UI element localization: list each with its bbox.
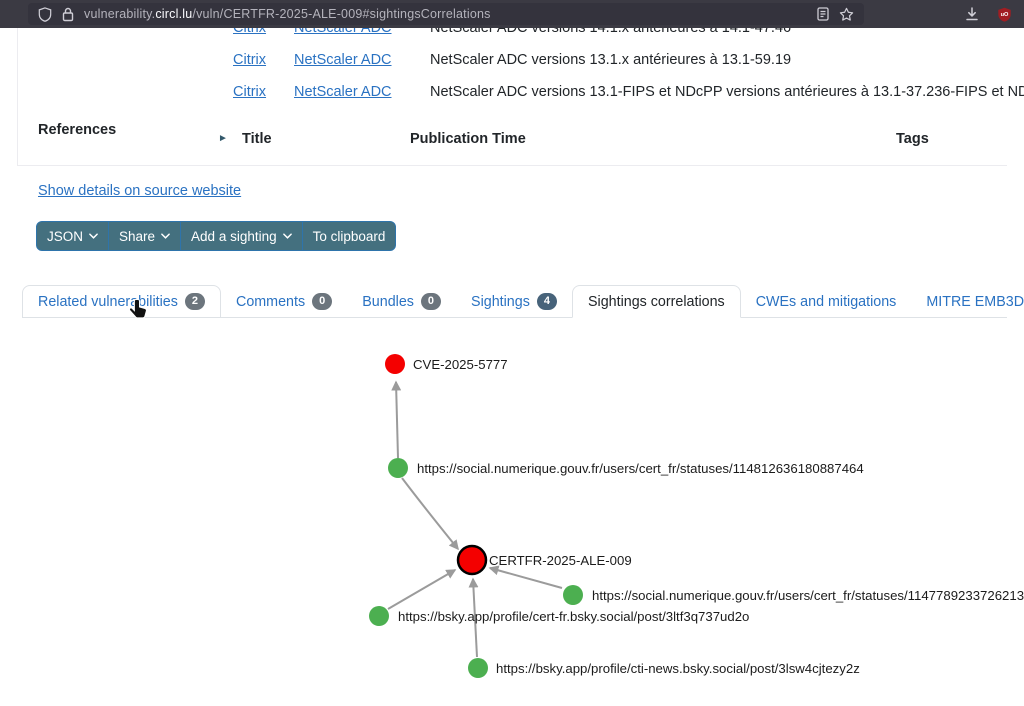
tracking-protection-shield-icon[interactable] (38, 6, 52, 22)
tab-sightings[interactable]: Sightings 4 (456, 285, 572, 318)
action-button-group: JSON Share Add a sighting To clipboard (36, 221, 397, 251)
tab-label: MITRE EMB3D (926, 293, 1024, 310)
graph-node-label: https://bsky.app/profile/cert-fr.bsky.so… (398, 609, 749, 624)
edge-sighting-to-certfr (401, 477, 459, 551)
table-bottom-border (17, 165, 1007, 166)
product-link[interactable]: NetScaler ADC (294, 84, 392, 100)
toolbar-right-icons: uO (965, 0, 1012, 28)
graph-node-sighting[interactable] (388, 458, 408, 478)
tab-label: Comments (236, 293, 306, 310)
tab-related-vulnerabilities[interactable]: Related vulnerabilities 2 (22, 285, 221, 318)
svg-text:uO: uO (1001, 12, 1009, 18)
graph-node-label: CERTFR-2025-ALE-009 (489, 553, 632, 568)
share-dropdown-button[interactable]: Share (109, 222, 182, 250)
graph-node-sighting[interactable] (369, 606, 389, 626)
count-badge: 0 (420, 293, 442, 310)
mouse-hand-cursor (129, 299, 147, 324)
url-bar[interactable]: vulnerability.circl.lu/vuln/CERTFR-2025-… (28, 3, 864, 25)
tab-sightings-correlations[interactable]: Sightings correlations (572, 285, 741, 318)
tab-mitre-emb3d[interactable]: MITRE EMB3D (911, 285, 1024, 318)
url-path: /vuln/CERTFR-2025-ALE-009#sightingsCorre… (192, 7, 491, 21)
url-text: vulnerability.circl.lu/vuln/CERTFR-2025-… (84, 7, 491, 21)
add-sighting-button-label: Add a sighting (191, 228, 277, 244)
add-sighting-dropdown-button[interactable]: Add a sighting (181, 222, 303, 250)
graph-node-label: https://social.numerique.gouv.fr/users/c… (592, 588, 1024, 603)
count-badge: 2 (184, 293, 205, 310)
references-column-publication-time: Publication Time (410, 131, 526, 147)
url-subdomain: vulnerability. (84, 7, 156, 21)
tab-label: Bundles (362, 293, 414, 310)
ublock-origin-icon[interactable]: uO (997, 7, 1012, 22)
tab-label: Sightings (471, 293, 530, 310)
product-version-text: NetScaler ADC versions 13.1.x antérieure… (430, 52, 792, 68)
vendor-link[interactable]: Citrix (233, 84, 267, 100)
edge-sighting-to-cve (391, 380, 402, 459)
product-link[interactable]: NetScaler ADC (294, 52, 392, 68)
url-domain: circl.lu (155, 7, 193, 21)
json-dropdown-button[interactable]: JSON (37, 222, 110, 250)
references-column-tags: Tags (896, 131, 929, 147)
graph-node-sighting[interactable] (563, 585, 583, 605)
graph-node-label: https://social.numerique.gouv.fr/users/c… (417, 461, 864, 476)
tab-comments[interactable]: Comments 0 (221, 285, 347, 318)
count-badge: 0 (312, 293, 333, 310)
tabs-bottom-border (22, 317, 1007, 318)
edge-sighting-to-certfr (387, 569, 457, 610)
references-label: References (38, 122, 117, 138)
tab-label: Sightings correlations (588, 293, 725, 310)
to-clipboard-button[interactable]: To clipboard (303, 222, 396, 250)
chevron-down-icon (89, 233, 98, 239)
tab-bar: Related vulnerabilities 2 Comments 0 Bun… (22, 285, 1024, 318)
graph-node-sighting[interactable] (468, 658, 488, 678)
tab-cwes-and-mitigations[interactable]: CWEs and mitigations (741, 285, 912, 318)
references-column-title: Title (242, 131, 272, 147)
edge-sighting-to-certfr (488, 565, 563, 589)
bookmark-star-icon[interactable] (839, 7, 854, 22)
tab-label: Related vulnerabilities (38, 293, 178, 310)
chevron-down-icon (161, 233, 170, 239)
to-clipboard-button-label: To clipboard (312, 228, 386, 244)
table-left-border (17, 28, 18, 165)
product-version-text: NetScaler ADC versions 13.1-FIPS et NDcP… (430, 84, 1024, 100)
sightings-correlation-graph[interactable]: CVE-2025-5777 https://social.numerique.g… (0, 330, 1024, 706)
share-button-label: Share (119, 228, 156, 244)
graph-edges (387, 380, 563, 658)
browser-toolbar: vulnerability.circl.lu/vuln/CERTFR-2025-… (0, 0, 1024, 28)
graph-node-label: https://bsky.app/profile/cti-news.bsky.s… (496, 661, 860, 676)
https-lock-icon[interactable] (62, 7, 74, 22)
vendor-link[interactable]: Citrix (233, 52, 267, 68)
graph-node-label: CVE-2025-5777 (413, 357, 508, 372)
chevron-down-icon (282, 233, 292, 239)
downloads-icon[interactable] (965, 7, 979, 21)
tab-bundles[interactable]: Bundles 0 (347, 285, 456, 318)
expand-triangle-icon[interactable]: ► (218, 133, 228, 144)
graph-node-cve[interactable] (385, 354, 405, 374)
edge-sighting-to-certfr (468, 577, 479, 658)
show-source-details-link[interactable]: Show details on source website (38, 183, 242, 199)
tab-label: CWEs and mitigations (755, 293, 897, 310)
graph-node-certfr-central[interactable] (456, 544, 488, 576)
reader-mode-icon[interactable] (817, 7, 829, 21)
count-badge: 4 (536, 293, 557, 310)
json-button-label: JSON (47, 228, 84, 244)
